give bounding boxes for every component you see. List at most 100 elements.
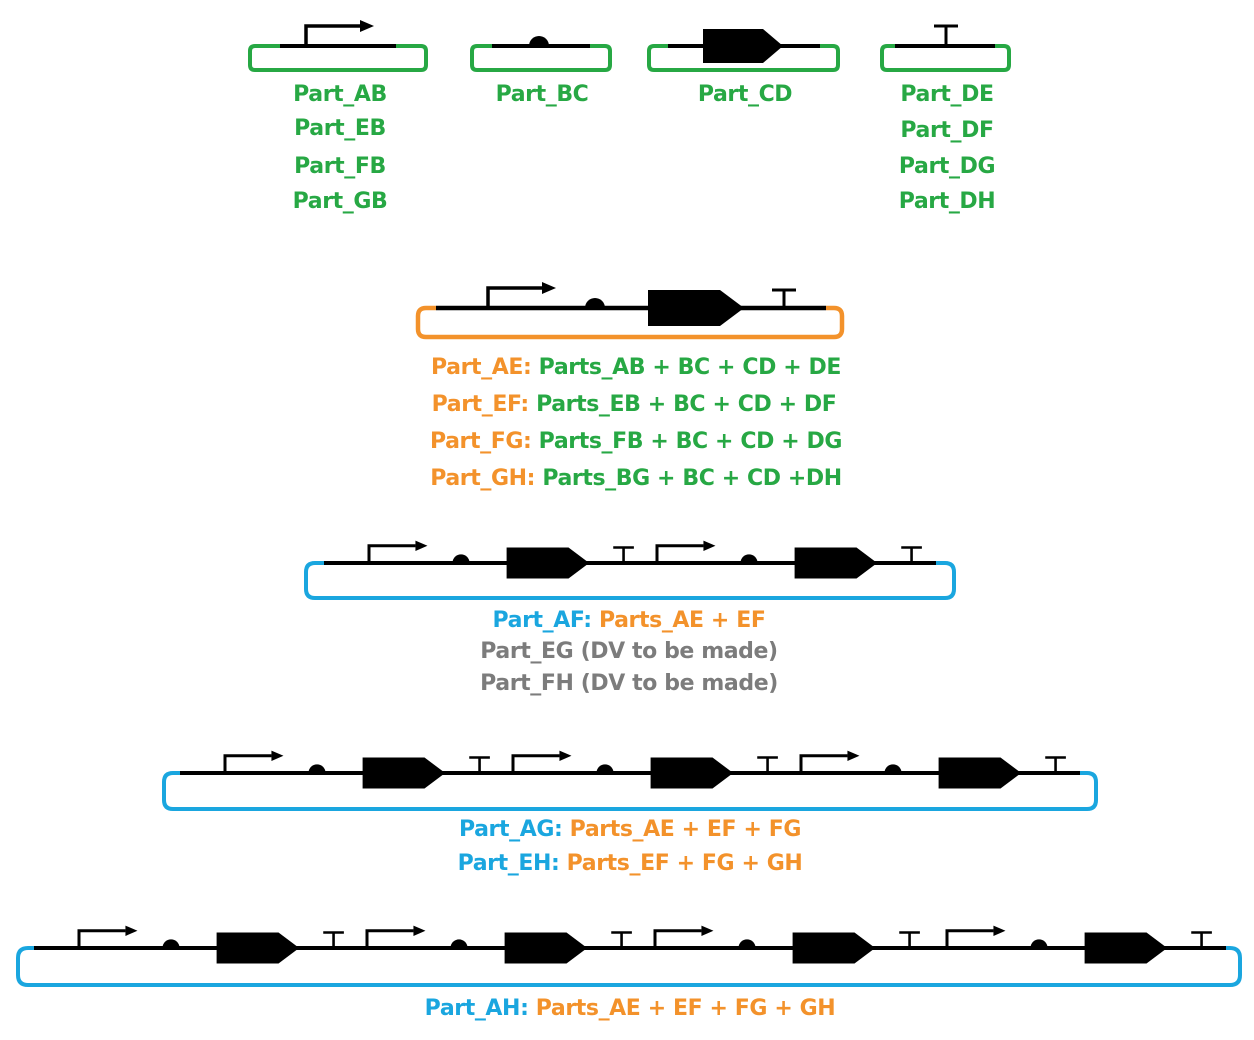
assembly-backbone (304, 561, 956, 600)
rbs-icon (738, 939, 756, 948)
cds-icon (506, 547, 590, 579)
part-label: Part_EB (294, 116, 386, 141)
cds-icon (703, 29, 783, 63)
assembly-name: Part_AF: (492, 608, 593, 633)
rbs-icon (529, 36, 549, 46)
promoter-icon (655, 544, 704, 563)
assembly-name: Part_EH: (457, 851, 560, 876)
part-backbone (647, 44, 840, 72)
assembly-parts: Parts_EF + FG + GH (566, 851, 803, 876)
terminator-icon (323, 931, 344, 948)
promoter-icon (653, 929, 702, 948)
assembly-label: Part_AH: Parts_AE + EF + FG + GH (425, 996, 836, 1022)
part-label: Part_DF (900, 118, 994, 143)
promoter-arrowhead-icon (415, 540, 428, 551)
assembly-name: Part_FG: (429, 429, 532, 454)
promoter-icon (367, 544, 416, 563)
assembly-label: Part_AE: Parts_AB + BC + CD + DE (431, 355, 841, 381)
planned-part-label: Part_EG (DV to be made) (480, 639, 778, 664)
promoter-icon (77, 929, 126, 948)
assembly-label: Part_AF: Parts_AE + EF (493, 608, 766, 634)
promoter-arrowhead-icon (847, 750, 860, 761)
assembly-parts: Parts_AB + BC + CD + DE (538, 355, 842, 380)
rbs-icon (1030, 939, 1048, 948)
part-backbone (880, 44, 1011, 72)
part-label: Part_DE (900, 82, 994, 107)
rbs-icon (585, 298, 605, 308)
cds-icon (362, 757, 446, 789)
rbs-icon (308, 764, 326, 773)
terminator-icon (772, 288, 796, 308)
promoter-icon (799, 754, 848, 773)
assembly-label: Part_FG: Parts_FB + BC + CD + DG (430, 429, 842, 455)
part-backbone (470, 44, 612, 72)
terminator-icon (899, 931, 920, 948)
assembly-parts: Parts_AE + EF + FG + GH (535, 996, 836, 1021)
part-label: Part_DG (898, 154, 996, 179)
part-label: Part_FB (294, 154, 386, 179)
terminator-icon (757, 756, 778, 773)
promoter-arrowhead-icon (993, 925, 1006, 936)
promoter-icon (304, 24, 360, 46)
cds-icon (648, 290, 744, 326)
terminator-icon (1191, 931, 1212, 948)
terminator-icon (901, 546, 922, 563)
cds-icon (938, 757, 1022, 789)
assembly-label: Part_EH: Parts_EF + FG + GH (458, 851, 803, 877)
rbs-icon (450, 939, 468, 948)
part-label: Part_BC (495, 82, 589, 107)
assembly-label: Part_AG: Parts_AE + EF + FG (459, 817, 801, 843)
promoter-arrowhead-icon (701, 925, 714, 936)
cds-icon (1084, 932, 1168, 964)
assembly-label: Part_EF: Parts_EB + BC + CD + DF (432, 392, 837, 418)
cds-icon (794, 547, 878, 579)
rbs-icon (740, 554, 758, 563)
rbs-icon (596, 764, 614, 773)
assembly-label: Part_GH: Parts_BG + BC + CD +DH (430, 466, 842, 492)
promoter-icon (365, 929, 414, 948)
part-label: Part_AB (293, 82, 387, 107)
assembly-parts: Parts_AE + EF (598, 608, 766, 633)
terminator-icon (1045, 756, 1066, 773)
terminator-icon (469, 756, 490, 773)
assembly-backbone (415, 305, 845, 340)
promoter-icon (486, 286, 542, 308)
assembly-name: Part_AE: (431, 355, 532, 380)
assembly-name: Part_AH: (424, 996, 529, 1021)
promoter-arrowhead-icon (125, 925, 138, 936)
rbs-icon (452, 554, 470, 563)
cds-icon (792, 932, 876, 964)
assembly-name: Part_EF: (431, 392, 530, 417)
part-label: Part_GB (292, 189, 388, 214)
terminator-icon (934, 24, 958, 46)
terminator-icon (613, 546, 634, 563)
assembly-backbone (16, 946, 1242, 987)
promoter-arrowhead-icon (559, 750, 572, 761)
promoter-arrowhead-icon (271, 750, 284, 761)
promoter-icon (511, 754, 560, 773)
promoter-arrowhead-icon (703, 540, 716, 551)
planned-part-label: Part_FH (DV to be made) (480, 671, 778, 696)
promoter-arrowhead-icon (360, 20, 374, 32)
rbs-icon (162, 939, 180, 948)
assembly-parts: Parts_EB + BC + CD + DF (536, 392, 837, 417)
cds-icon (650, 757, 734, 789)
part-label: Part_DH (898, 189, 996, 214)
promoter-icon (945, 929, 994, 948)
promoter-arrowhead-icon (413, 925, 426, 936)
promoter-arrowhead-icon (542, 282, 556, 294)
assembly-backbone (162, 771, 1098, 811)
part-label: Part_CD (697, 82, 793, 107)
assembly-parts: Parts_FB + BC + CD + DG (538, 429, 843, 454)
promoter-icon (223, 754, 272, 773)
cds-icon (216, 932, 300, 964)
assembly-parts: Parts_BG + BC + CD +DH (542, 466, 842, 491)
assembly-name: Part_AG: (458, 817, 563, 842)
part-backbone (248, 44, 428, 72)
rbs-icon (884, 764, 902, 773)
assembly-name: Part_GH: (430, 466, 536, 491)
terminator-icon (611, 931, 632, 948)
cds-icon (504, 932, 588, 964)
assembly-parts: Parts_AE + EF + FG (569, 817, 802, 842)
